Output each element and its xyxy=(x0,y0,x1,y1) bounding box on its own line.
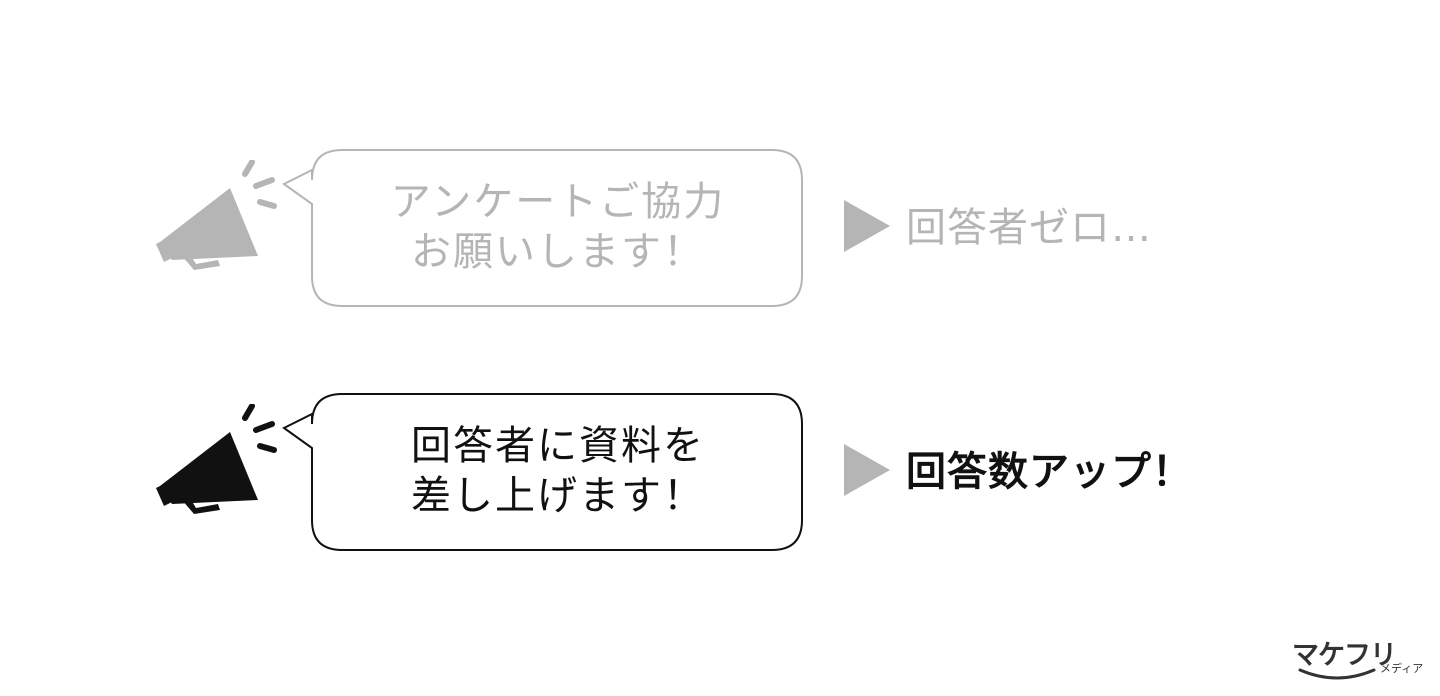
speech-bubble xyxy=(282,393,803,551)
result-label: 回答者ゼロ… xyxy=(906,205,1152,251)
bubble-message: 回答者に資料を 差し上げます！ xyxy=(312,392,804,550)
smile-icon xyxy=(1298,668,1376,680)
result-label: 回答数アップ！ xyxy=(906,449,1193,495)
scene-before: アンケートご協力 お願いします！ 回答者ゼロ… xyxy=(0,148,1440,318)
scene-after: 回答者に資料を 差し上げます！ 回答数アップ！ xyxy=(0,392,1440,562)
logo: マケフリ メディア xyxy=(1292,640,1432,684)
megaphone-icon xyxy=(156,404,277,514)
logo-name: マケフリ xyxy=(1292,640,1397,671)
bubble-line-2: 差し上げます！ xyxy=(411,473,705,519)
bubble-line-2: お願いします！ xyxy=(411,229,705,275)
megaphone-icon xyxy=(156,160,277,270)
bubble-line-1: 回答者に資料を xyxy=(411,423,705,469)
bubble-line-1: アンケートご協力 xyxy=(390,179,726,225)
triangle-arrow-icon xyxy=(844,200,890,252)
bubble-message: アンケートご協力 お願いします！ xyxy=(312,148,804,306)
triangle-arrow-icon xyxy=(844,444,890,496)
logo-subtitle: メディア xyxy=(1380,662,1424,675)
speech-bubble xyxy=(282,149,803,307)
